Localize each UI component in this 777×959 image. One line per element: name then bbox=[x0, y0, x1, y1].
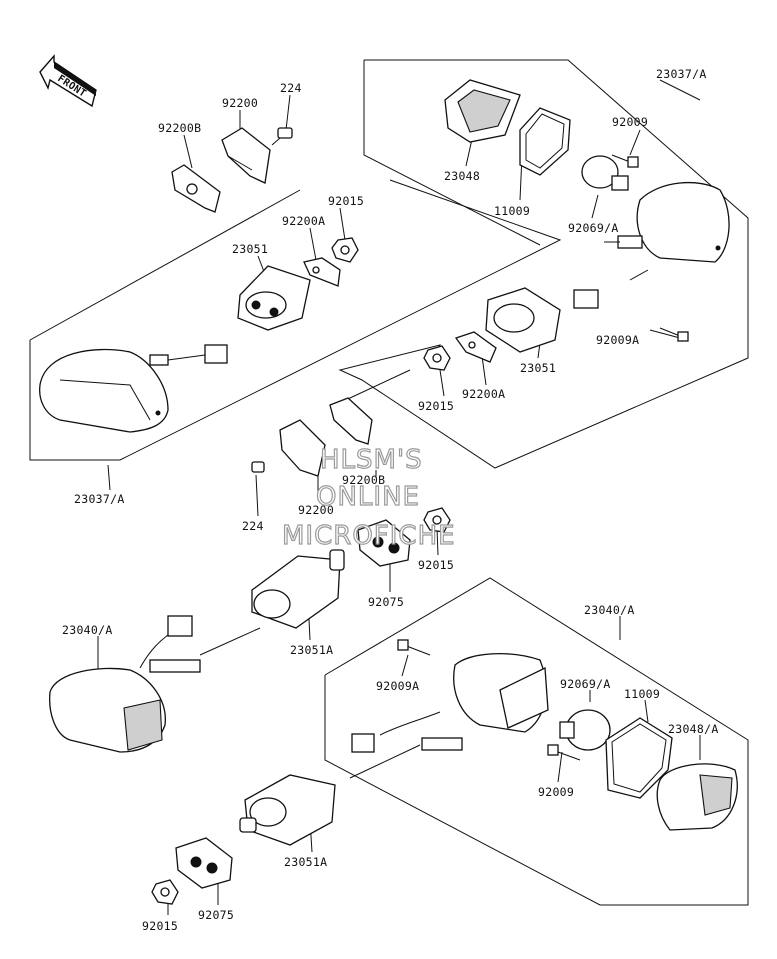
screw-92009-top bbox=[611, 154, 639, 168]
part-labels: 224 92200 92200B 92015 92200A 23051 2303… bbox=[62, 67, 719, 933]
plate-92200A-mid bbox=[454, 331, 497, 363]
frame-left bbox=[29, 179, 562, 461]
housing-23051A-bottom bbox=[239, 774, 336, 846]
nut-92015-mid bbox=[423, 345, 451, 371]
bulb-92069A-bottom bbox=[559, 709, 611, 751]
nut-92015-center bbox=[423, 507, 451, 533]
frame-top-right bbox=[338, 59, 749, 469]
plate-92200B-mid bbox=[329, 397, 373, 445]
grommet-92075-bottom bbox=[175, 837, 233, 889]
label-23048-top: 23048 bbox=[444, 169, 480, 183]
screw-224-mid bbox=[251, 461, 265, 473]
label-92009a-bottom: 92009A bbox=[376, 679, 419, 693]
nut-92015-bottom bbox=[151, 879, 179, 905]
gasket-11009-top bbox=[519, 107, 571, 176]
label-23037a-top: 23037/A bbox=[656, 67, 707, 81]
nut-92015-top bbox=[331, 237, 359, 263]
label-224-mid: 224 bbox=[242, 519, 264, 533]
turn-signal-23040A-right bbox=[351, 653, 549, 753]
label-92200-top: 92200 bbox=[222, 96, 258, 110]
plate-92200B-top bbox=[171, 164, 221, 213]
plate-92200A-top bbox=[303, 257, 341, 287]
turn-signal-23040A-left bbox=[49, 615, 201, 753]
housing-23051-mid bbox=[485, 287, 561, 353]
label-92200b-mid: 92200B bbox=[342, 473, 385, 487]
grommet-92075-center bbox=[357, 519, 411, 567]
label-11009-top: 11009 bbox=[494, 204, 530, 218]
turn-signal-23037A-right bbox=[573, 181, 730, 309]
front-arrow-icon: FRONT bbox=[39, 54, 97, 108]
label-23051a-mid: 23051A bbox=[290, 643, 333, 657]
watermark-line-2: ONLINE bbox=[316, 482, 420, 512]
frame-bottom-right bbox=[324, 577, 749, 906]
label-23051a-bottom: 23051A bbox=[284, 855, 327, 869]
housing-23051-top bbox=[237, 265, 311, 331]
turn-signal-23037A-left bbox=[39, 344, 228, 433]
label-23037a-left: 23037/A bbox=[74, 492, 125, 506]
lens-23048A-bottom bbox=[656, 763, 738, 831]
label-224-top: 224 bbox=[280, 81, 302, 95]
lens-23048-top bbox=[444, 79, 521, 143]
watermark: HLSM'S ONLINE MICROFICHE bbox=[281, 444, 456, 551]
label-92069a-bottom: 92069/A bbox=[560, 677, 611, 691]
label-92200a-mid: 92200A bbox=[462, 387, 505, 401]
bracket-92200-mid bbox=[279, 419, 326, 477]
label-92075-center: 92075 bbox=[368, 595, 404, 609]
label-92009-bottom: 92009 bbox=[538, 785, 574, 799]
screw-92009A-bottom bbox=[397, 639, 431, 656]
screw-92009-bottom bbox=[547, 744, 581, 761]
leader-lines bbox=[97, 79, 701, 915]
label-92200a-top: 92200A bbox=[282, 214, 325, 228]
gasket-11009-bottom bbox=[605, 717, 673, 799]
screw-92009A-top bbox=[659, 327, 689, 342]
watermark-line-3: MICROFICHE bbox=[282, 521, 456, 551]
housing-23051A-mid bbox=[251, 549, 345, 629]
label-92015-mid: 92015 bbox=[418, 399, 454, 413]
label-92069a-top: 92069/A bbox=[568, 221, 619, 235]
screw-224-top bbox=[271, 127, 293, 146]
label-11009-bottom: 11009 bbox=[624, 687, 660, 701]
bracket-92200-top bbox=[221, 127, 271, 184]
label-92015-top: 92015 bbox=[328, 194, 364, 208]
label-92200-mid: 92200 bbox=[298, 503, 334, 517]
label-23040a-right: 23040/A bbox=[584, 603, 635, 617]
watermark-line-1: HLSM'S bbox=[320, 445, 423, 475]
label-92075-bottom: 92075 bbox=[198, 908, 234, 922]
label-23051-top: 23051 bbox=[232, 242, 268, 256]
label-92200b-top: 92200B bbox=[158, 121, 201, 135]
label-23040a-left: 23040/A bbox=[62, 623, 113, 637]
label-92015-center: 92015 bbox=[418, 558, 454, 572]
label-23051-mid: 23051 bbox=[520, 361, 556, 375]
label-92015-bottom: 92015 bbox=[142, 919, 178, 933]
label-23048a-bottom: 23048/A bbox=[668, 722, 719, 736]
label-92009a-top: 92009A bbox=[596, 333, 639, 347]
label-92009-top: 92009 bbox=[612, 115, 648, 129]
bulb-92069A-top bbox=[581, 155, 629, 191]
